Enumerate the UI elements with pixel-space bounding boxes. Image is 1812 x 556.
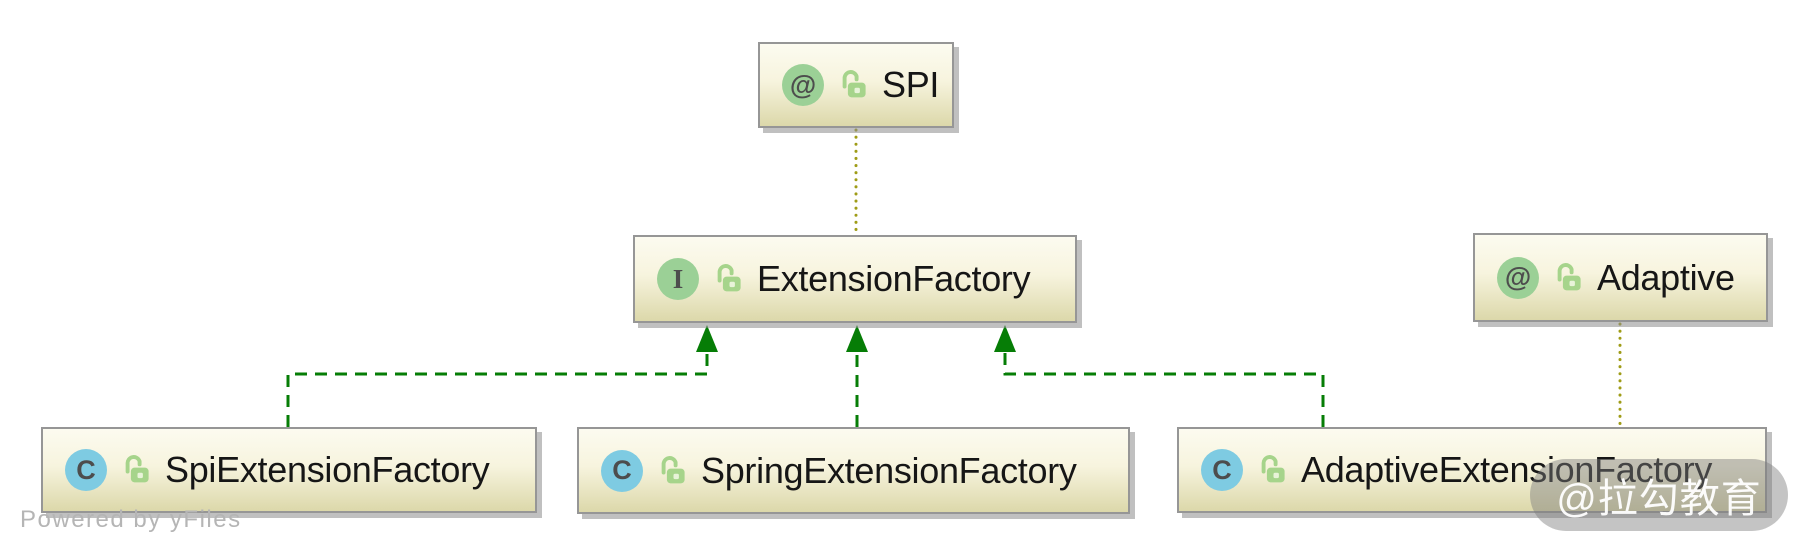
node-label: Adaptive — [1597, 256, 1735, 298]
node-label: ExtensionFactory — [757, 258, 1031, 299]
arrowhead-icon — [846, 325, 868, 352]
class-icon: C — [1201, 449, 1243, 491]
arrowhead-icon — [994, 325, 1016, 352]
annotation-icon: @ — [782, 64, 824, 106]
node-label: SpiExtensionFactory — [165, 449, 490, 490]
arrowhead-icon — [696, 325, 718, 352]
node-extension-factory[interactable]: I ExtensionFactory — [633, 235, 1077, 323]
node-label: AdaptiveExtensionFactory — [1301, 449, 1713, 490]
open-lock-icon — [661, 455, 685, 483]
interface-icon: I — [657, 258, 699, 300]
open-lock-icon — [717, 264, 741, 292]
edge-spiextensionfactory-to-extensionfactory[interactable] — [286, 352, 709, 427]
node-adaptive-extension-factory[interactable]: C AdaptiveExtensionFactory — [1177, 427, 1767, 513]
powered-by-yfiles-credit: Powered by yFiles — [20, 506, 242, 533]
node-label: SpringExtensionFactory — [701, 449, 1077, 491]
node-label: SPI — [882, 64, 940, 105]
class-icon: C — [601, 449, 643, 492]
class-icon: C — [65, 449, 107, 491]
node-spi-extension-factory[interactable]: C SpiExtensionFactory — [41, 427, 537, 513]
open-lock-icon — [1261, 455, 1285, 483]
open-lock-icon — [842, 70, 866, 98]
edge-adaptiveextensionfactory-to-extensionfactory[interactable] — [1003, 352, 1325, 427]
lagou-education-watermark: @拉勾教育 — [1530, 459, 1788, 531]
open-lock-icon — [125, 455, 149, 483]
annotation-icon: @ — [1497, 256, 1539, 299]
open-lock-icon — [1557, 262, 1581, 290]
node-spring-extension-factory[interactable]: C SpringExtensionFactory — [577, 427, 1130, 514]
node-adaptive[interactable]: @ Adaptive — [1473, 233, 1768, 322]
node-spi[interactable]: @ SPI — [758, 42, 954, 128]
